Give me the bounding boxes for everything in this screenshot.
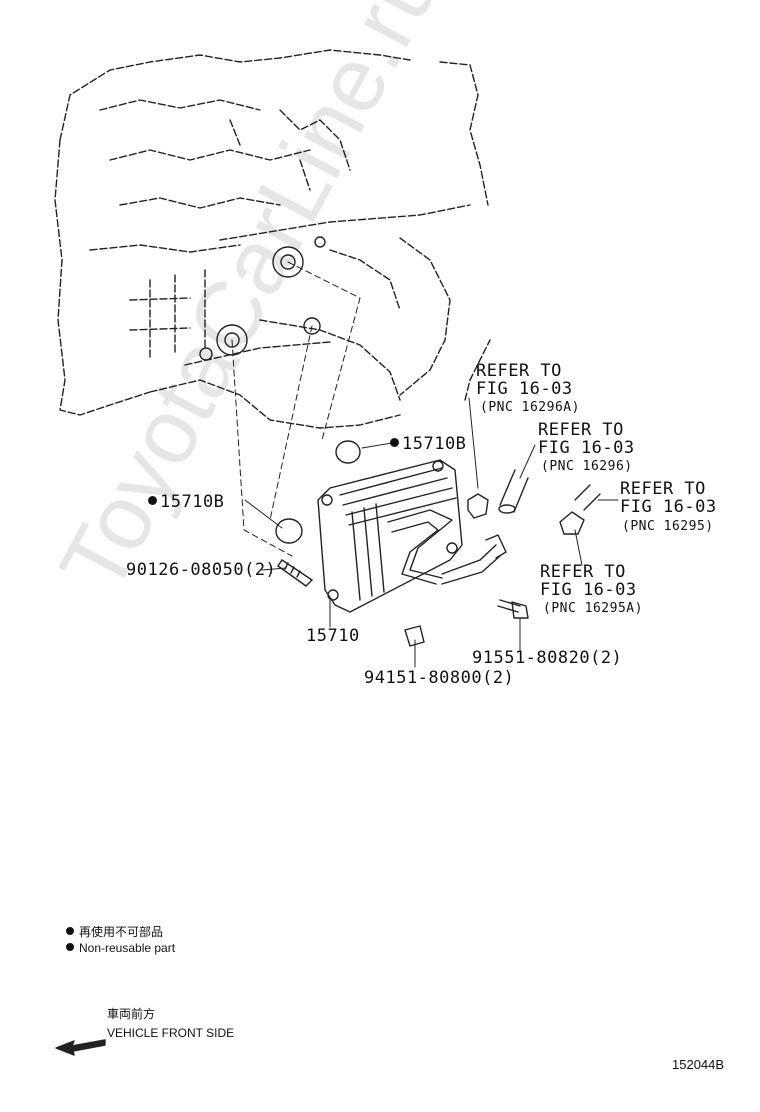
engine-block-outline — [54, 49, 491, 429]
legend-dot-icon — [66, 943, 74, 951]
flange-bolt — [497, 599, 529, 619]
o-ring-lower — [275, 518, 303, 544]
legend-en: Non-reusable part — [66, 942, 175, 954]
callout-oil-cooler[interactable]: 15710 — [306, 626, 360, 646]
stud-bolt — [277, 559, 313, 587]
legend-dot-icon — [66, 927, 74, 935]
o-ring-upper — [335, 440, 361, 464]
non-reusable-dot-icon — [148, 496, 157, 505]
non-reusable-dot-icon — [390, 438, 399, 447]
hose-16296 — [498, 469, 529, 514]
diagram-id: 152044B — [672, 1057, 725, 1072]
callout-stud[interactable]: 90126-08050(2) — [126, 560, 277, 580]
hose-16295 — [574, 484, 601, 511]
callout-bolt[interactable]: 91551-80820(2) — [472, 648, 623, 668]
callout-nut[interactable]: 94151-80800(2) — [364, 668, 515, 688]
clamp-16295a — [559, 511, 585, 535]
oil-cooler — [317, 459, 507, 613]
callout-oring-upper[interactable]: 15710B — [390, 436, 466, 453]
direction-en: VEHICLE FRONT SIDE — [107, 1026, 235, 1040]
direction-jp: 車両前方 — [107, 1007, 156, 1021]
flange-nut — [404, 625, 425, 647]
clamp-16296a — [467, 493, 489, 519]
front-direction-arrow — [55, 1039, 106, 1056]
callout-oring-lower[interactable]: 15710B — [148, 494, 224, 511]
legend-jp: 再使用不可部品 — [66, 926, 163, 938]
